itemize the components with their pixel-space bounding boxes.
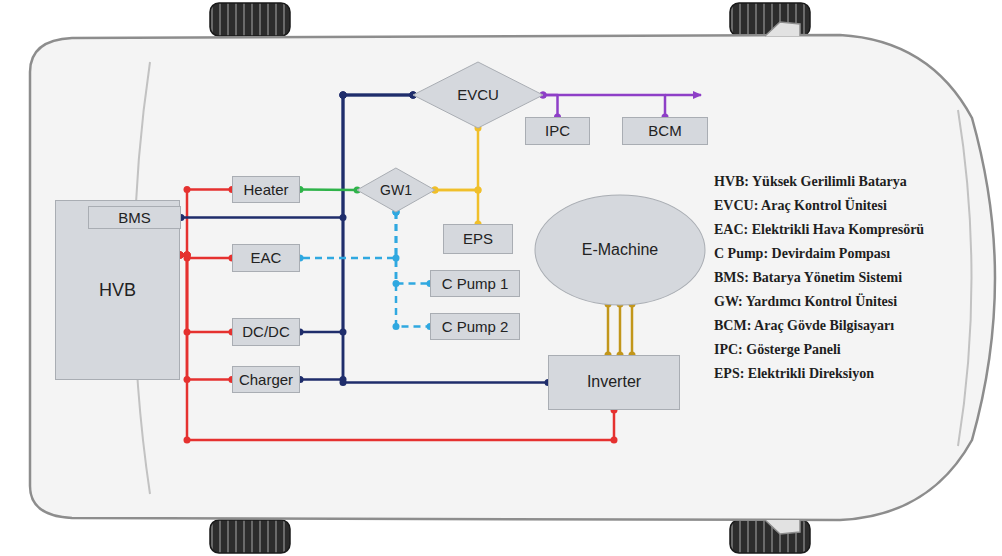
wheel bbox=[730, 3, 810, 36]
ellipse-shape bbox=[535, 195, 705, 305]
junction-dot bbox=[184, 252, 191, 259]
junction-dot bbox=[184, 252, 191, 259]
wheel bbox=[730, 520, 810, 553]
junction-dot bbox=[184, 186, 191, 193]
node-label: GW1 bbox=[380, 182, 412, 198]
motor-ellipse: E-Machine bbox=[535, 195, 705, 305]
side-mirror bbox=[765, 520, 800, 534]
wheel bbox=[210, 3, 290, 36]
junction-dot bbox=[184, 252, 191, 259]
abbreviation-label: IPC: Gösterge Paneli bbox=[712, 338, 926, 362]
signal-connector bbox=[180, 190, 232, 256]
node-label: Inverter bbox=[587, 373, 641, 391]
diamond-shape bbox=[413, 62, 543, 128]
module-box: Charger bbox=[232, 366, 300, 393]
junction-dot bbox=[340, 92, 347, 99]
abbreviation-label: EVCU: Araç Kontrol Ünitesi bbox=[712, 194, 926, 218]
signal-connector bbox=[608, 304, 632, 355]
node-label: BMS bbox=[118, 209, 151, 226]
junction-dot bbox=[184, 437, 191, 444]
signal-connector bbox=[543, 95, 665, 117]
node-label: BCM bbox=[648, 122, 681, 139]
signal-connector bbox=[435, 190, 478, 224]
bus-continuation-arrow bbox=[665, 94, 701, 97]
junction-dot bbox=[340, 92, 347, 99]
hood-line bbox=[958, 110, 972, 446]
node-label: C Pump 1 bbox=[442, 275, 509, 292]
signal-connector bbox=[180, 255, 614, 440]
module-box: BCM bbox=[622, 117, 708, 145]
signal-connector bbox=[543, 95, 558, 117]
pump-box: C Pump 2 bbox=[430, 313, 520, 340]
node-label: Heater bbox=[243, 181, 288, 198]
junction-dot bbox=[475, 187, 482, 194]
node-label: HVB bbox=[99, 280, 136, 301]
bms-box: BMS bbox=[88, 206, 181, 229]
signal-connector bbox=[435, 128, 478, 190]
module-box: IPC bbox=[525, 117, 590, 145]
abbreviation-label: GW: Yardımcı Kontrol Ünitesi bbox=[712, 290, 926, 314]
car-body bbox=[30, 35, 995, 520]
signal-connector bbox=[396, 212, 430, 284]
node-label: EPS bbox=[463, 230, 493, 247]
node-label: EVCU bbox=[457, 86, 499, 103]
control-unit-diamond: EVCU bbox=[413, 62, 543, 128]
node-label: EAC bbox=[251, 249, 282, 266]
wheel bbox=[210, 520, 290, 553]
signal-connector bbox=[300, 212, 396, 258]
junction-dot bbox=[475, 187, 482, 194]
abbreviation-label: C Pump: Devirdaim Pompası bbox=[712, 242, 926, 266]
junction-dot bbox=[340, 92, 347, 99]
signal-connector bbox=[396, 212, 430, 327]
signal-connector bbox=[343, 95, 548, 383]
node-label: Charger bbox=[239, 371, 293, 388]
side-mirror bbox=[765, 22, 800, 36]
junction-dot bbox=[611, 437, 618, 444]
junction-dot bbox=[340, 379, 347, 386]
junction-dot bbox=[184, 252, 191, 259]
diamond-shape bbox=[357, 168, 435, 212]
junction-dot bbox=[340, 92, 347, 99]
node-label: E-Machine bbox=[582, 241, 658, 259]
node-label: IPC bbox=[545, 122, 570, 139]
inverter-box: Inverter bbox=[548, 355, 680, 410]
abbreviation-label: EPS: Elektrikli Direksiyon bbox=[712, 362, 926, 386]
node-label: C Pump 2 bbox=[442, 318, 509, 335]
module-box: EAC bbox=[232, 244, 300, 272]
abbreviation-label: EAC: Elektrikli Hava Kompresörü bbox=[712, 218, 926, 242]
battery-box: HVB BMS bbox=[55, 200, 180, 380]
signal-connector bbox=[300, 188, 357, 191]
gateway-diamond: GW1 bbox=[357, 168, 435, 212]
junction-dot bbox=[393, 323, 400, 330]
abbreviation-label: HVB: Yüksek Gerilimli Batarya bbox=[712, 170, 926, 194]
module-box: Heater bbox=[232, 176, 300, 203]
module-box: DC/DC bbox=[232, 318, 300, 346]
node-label: DC/DC bbox=[242, 323, 290, 340]
module-box: EPS bbox=[443, 224, 513, 254]
abbreviation-label: BMS: Batarya Yönetim Sistemi bbox=[712, 266, 926, 290]
abbreviation-label: BCM: Araç Gövde Bilgisayarı bbox=[712, 314, 926, 338]
pump-box: C Pump 1 bbox=[430, 270, 520, 297]
abbreviation-list: HVB: Yüksek Gerilimli BataryaEVCU: Araç … bbox=[712, 170, 926, 386]
junction-dot bbox=[184, 252, 191, 259]
